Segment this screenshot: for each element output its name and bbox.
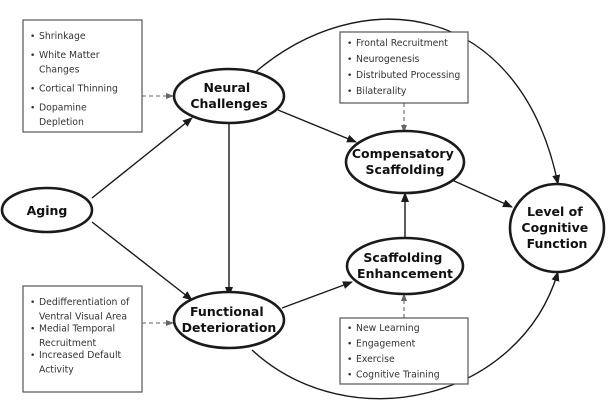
functional-deterioration-factors-box — [22, 285, 143, 393]
arrow-functional-deterioration-to-scaffolding-enhancement — [281, 281, 353, 309]
compensatory-scaffolding-factor-bullet: • — [347, 71, 352, 81]
neural-challenges-factor-bullet: • — [30, 51, 35, 61]
functional-deterioration-factor-bullet: • — [30, 351, 35, 361]
factor-boxes — [22, 19, 469, 393]
neural-challenges-factor-bullet: • — [30, 32, 35, 42]
neural-challenges-factors-box — [22, 19, 143, 133]
scaffolding-enhancement-label: Scaffolding Enhancement — [357, 250, 453, 281]
node-labels: Aging Neural Challenges Functional Deter… — [27, 80, 592, 335]
arrow-functional-deterioration-to-cognitive-function — [251, 271, 560, 400]
compensatory-scaffolding-factor-bullet: • — [347, 39, 352, 49]
scaffolding-enhancement-factor-bullet: • — [347, 324, 352, 334]
compensatory-scaffolding-factor-item: Distributed Processing — [356, 70, 460, 81]
functional-deterioration-factor-bullet: • — [30, 298, 35, 308]
connectors — [91, 18, 561, 400]
node-ellipses — [0, 67, 606, 350]
neural-challenges-factor-item: Cortical Thinning — [39, 84, 118, 95]
arrow-neural-challenges-to-cognitive-function — [251, 18, 561, 185]
neural-challenges-factor-bullet: • — [30, 85, 35, 95]
functional-deterioration-factor-bullet: • — [30, 325, 35, 335]
scaffolding-enhancement-factors-box — [339, 317, 469, 385]
arrow-aging-to-functional-deterioration — [91, 221, 193, 301]
scaffolding-enhancement-node — [345, 236, 465, 296]
neural-challenges-factor-bullet: • — [30, 104, 35, 114]
neural-challenges-label: Neural Challenges — [190, 80, 267, 111]
arrow-neural-challenges-to-compensatory-scaffolding — [277, 109, 357, 143]
scaffolding-enhancement-factor-item: Engagement — [356, 339, 416, 350]
compensatory-scaffolding-label: Compensatory Scaffolding — [352, 146, 458, 177]
scaffolding-enhancement-factor-item: Cognitive Training — [356, 370, 440, 381]
compensatory-scaffolding-factor-bullet: • — [347, 87, 352, 97]
scaffolding-enhancement-factor-bullet: • — [347, 371, 352, 381]
compensatory-scaffolding-factor-bullet: • — [347, 55, 352, 65]
functional-deterioration-label: Functional Deterioration — [182, 304, 277, 335]
scaffolding-enhancement-factor-bullet: • — [347, 340, 352, 350]
scaffolding-enhancement-factor-bullet: • — [347, 355, 352, 365]
arrow-compensatory-scaffolding-to-cognitive-function — [451, 179, 513, 208]
functional-deterioration-node — [172, 290, 286, 350]
compensatory-scaffolding-factor-item: Bilaterality — [356, 86, 407, 97]
neural-challenges-node — [172, 67, 286, 125]
level-of-cognitive-function-label: Level of Cognitive Function — [521, 204, 592, 251]
level-of-cognitive-function-node — [508, 182, 606, 274]
dashed-connectors — [142, 93, 407, 326]
arrow-aging-to-neural-challenges — [91, 117, 193, 199]
aging-label: Aging — [27, 203, 68, 218]
compensatory-scaffolding-factor-item: Frontal Recruitment — [356, 38, 448, 49]
scaffolding-enhancement-factor-item: Exercise — [356, 354, 395, 365]
compensatory-scaffolding-node — [344, 129, 466, 195]
neural-challenges-factor-item: Shrinkage — [39, 31, 86, 42]
scaffolding-enhancement-factor-item: New Learning — [356, 323, 420, 334]
compensatory-scaffolding-factors-box — [339, 31, 469, 104]
aging-node — [0, 186, 94, 234]
compensatory-scaffolding-factor-item: Neurogenesis — [356, 54, 420, 65]
